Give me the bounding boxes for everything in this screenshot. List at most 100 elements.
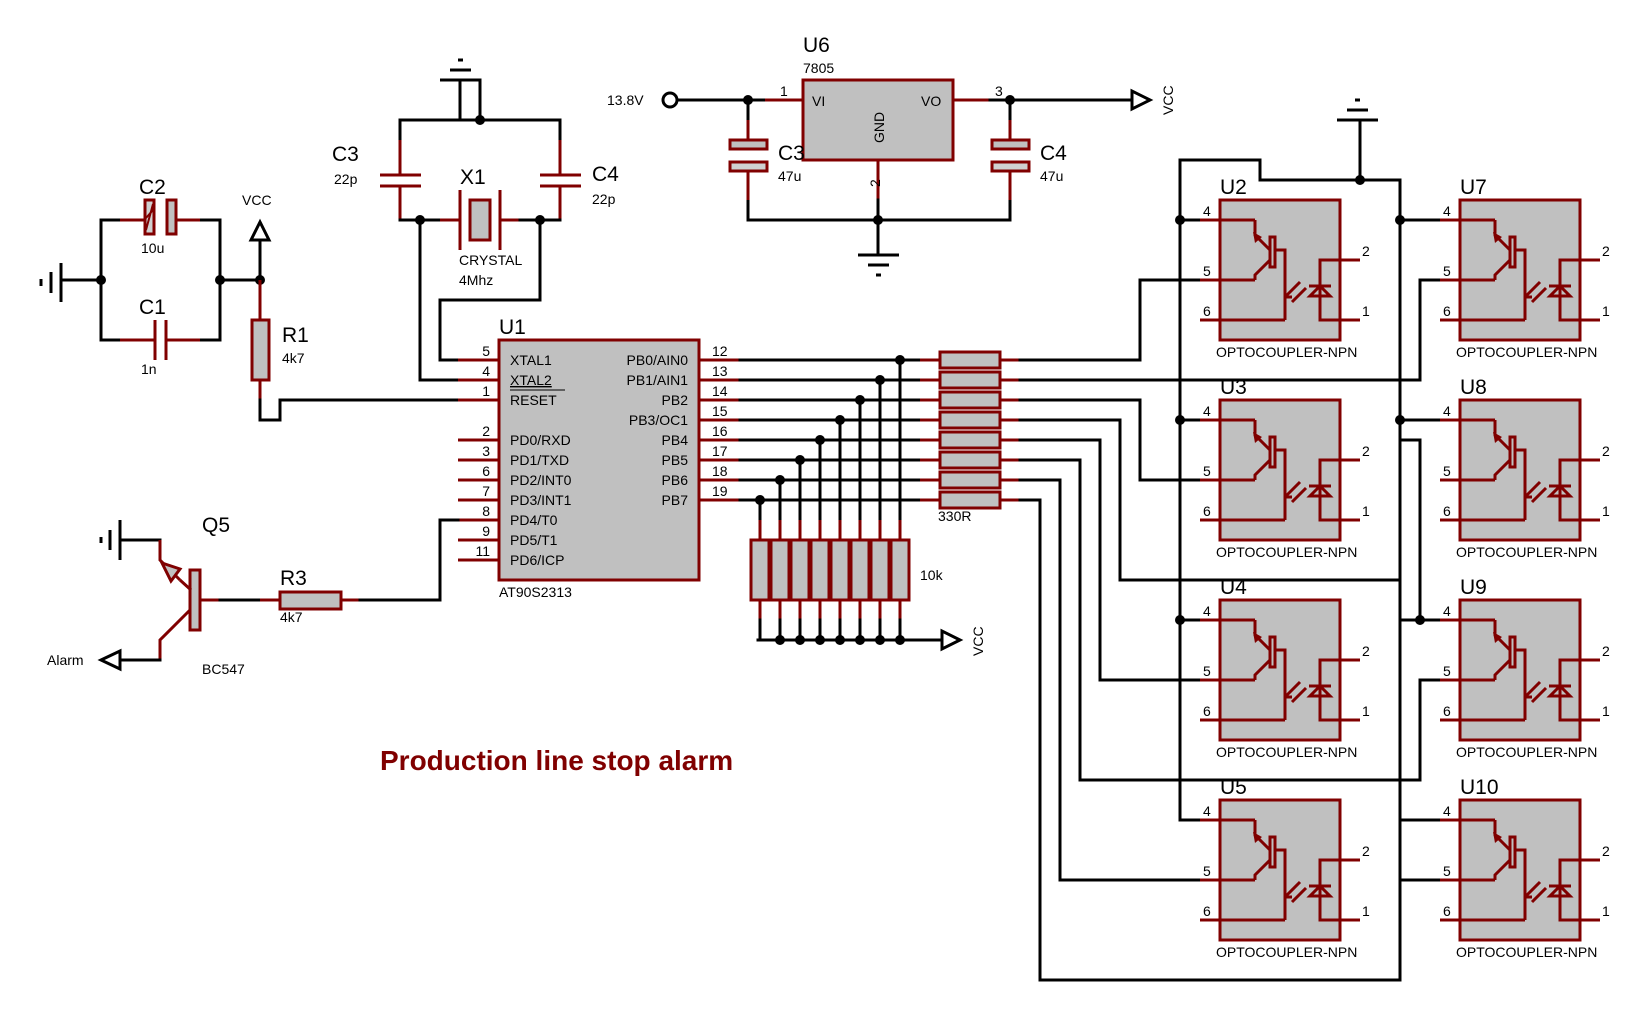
opto-part: OPTOCOUPLER-NPN (1216, 344, 1357, 360)
led-icon (1318, 858, 1360, 922)
light-arrow-icon (1284, 880, 1302, 898)
opto-route-1 (1018, 278, 1442, 382)
alarm-driver: Alarm Q5 BC547 R3 4k7 (47, 514, 460, 677)
mcu-pin-number: 16 (712, 423, 728, 439)
ground-icon (1337, 98, 1378, 122)
c3-xtal-value: 22p (334, 171, 358, 187)
mcu-pin-number: 14 (712, 383, 728, 399)
junction-dot (835, 635, 845, 645)
pullup-resistor (769, 538, 791, 602)
capacitor-c4-47u: C4 47u (990, 98, 1067, 200)
reset-network: C2 10u C1 1n VCC R1 4k7 (39, 176, 460, 422)
pullup-resistor (829, 538, 851, 602)
series-resistor (938, 450, 1002, 470)
x1-value: 4Mhz (459, 272, 493, 288)
mcu-pin-number: 4 (482, 363, 490, 379)
opto-pin-6: 6 (1443, 303, 1451, 319)
pullup-resistor (749, 538, 771, 602)
opto-route-3 (1018, 418, 1402, 582)
c3-reg-value: 47u (778, 168, 801, 184)
series-resistor (938, 490, 1002, 510)
opto-pin-2: 2 (1602, 243, 1610, 259)
mcu-pin-number: 1 (482, 383, 490, 399)
c3-reg-ref: C3 (778, 142, 805, 165)
vcc-arrow-icon: VCC (940, 626, 986, 656)
opto-pin-4: 4 (1203, 203, 1211, 219)
capacitor-c1: C1 1n (120, 296, 200, 377)
opto-part: OPTOCOUPLER-NPN (1456, 944, 1597, 960)
opto-ref: U9 (1460, 576, 1487, 599)
x1-ref: X1 (460, 166, 486, 189)
opto-wiring (1175, 98, 1442, 982)
opto-part: OPTOCOUPLER-NPN (1456, 544, 1597, 560)
opto-route-7 (1018, 498, 1442, 982)
r1-value: 4k7 (282, 350, 305, 366)
alarm-output-arrow-icon (97, 648, 122, 672)
opto-part: OPTOCOUPLER-NPN (1216, 944, 1357, 960)
opto-route-4 (1018, 438, 1202, 682)
opto-pin-6: 6 (1203, 903, 1211, 919)
opto-part: OPTOCOUPLER-NPN (1456, 744, 1597, 760)
q5-ref: Q5 (202, 514, 230, 537)
opto-pin-5: 5 (1443, 863, 1451, 879)
mcu-pin-name: PB7 (662, 492, 689, 508)
optocouplers: U2OPTOCOUPLER-NPN45621U3OPTOCOUPLER-NPN4… (1200, 176, 1610, 960)
mcu-pin-number: 17 (712, 443, 728, 459)
vcc-arrow-icon: VCC (242, 192, 272, 282)
opto-pin-2: 2 (1362, 643, 1370, 659)
opto-pin-1: 1 (1602, 703, 1610, 719)
mcu-pin-name: PB2 (662, 392, 689, 408)
junction-dot (815, 635, 825, 645)
mcu-pin-number: 11 (475, 543, 490, 559)
ground-icon (39, 263, 103, 302)
r3-value: 4k7 (280, 609, 303, 625)
schematic-title: Production line stop alarm (380, 745, 733, 776)
mcu-pin-number: 3 (482, 443, 490, 459)
vcc-label-reg: VCC (1160, 85, 1176, 115)
mcu-pin-name: PD4/T0 (510, 512, 558, 528)
light-arrow-icon (1524, 680, 1542, 698)
opto-pin-2: 2 (1362, 843, 1370, 859)
vcc-label-reset: VCC (242, 192, 272, 208)
mcu-pin-number: 8 (482, 503, 490, 519)
mcu-pin-number: 9 (482, 523, 490, 539)
reg-pin2: 2 (867, 179, 883, 187)
led-icon (1558, 658, 1600, 722)
capacitor-c2: C2 10u (120, 176, 200, 256)
opto-route-0 (1018, 278, 1202, 362)
junction-dot (775, 635, 785, 645)
mcu-pin-number: 19 (712, 483, 728, 499)
reg-pin1: 1 (780, 83, 788, 99)
c4-xtal-ref: C4 (592, 163, 619, 186)
mcu-pin-name: RESET (510, 392, 557, 408)
opto-pin-1: 1 (1362, 503, 1370, 519)
opto-pin-4: 4 (1203, 803, 1211, 819)
opto-ref: U2 (1220, 176, 1247, 199)
opto-ref: U10 (1460, 776, 1499, 799)
opto-pin-4: 4 (1443, 203, 1451, 219)
opto-pin-4: 4 (1203, 403, 1211, 419)
x1-type: CRYSTAL (459, 252, 522, 268)
ground-icon (99, 520, 162, 560)
opto-route-5 (1018, 458, 1442, 782)
mcu-pin-name: PB4 (662, 432, 689, 448)
pullup-resistor (789, 538, 811, 602)
vcc-arrow-icon: VCC (1130, 85, 1176, 115)
series-bank-value: 330R (938, 508, 971, 524)
led-icon (1558, 858, 1600, 922)
resistor-r1: R1 4k7 (250, 280, 460, 422)
mcu-pin-number: 15 (712, 403, 728, 419)
u1-part: AT90S2313 (499, 584, 572, 600)
light-arrow-icon (1284, 680, 1302, 698)
mcu-pin-name: PD3/INT1 (510, 492, 572, 508)
opto-pin-1: 1 (1602, 503, 1610, 519)
opto-pin-5: 5 (1203, 463, 1211, 479)
